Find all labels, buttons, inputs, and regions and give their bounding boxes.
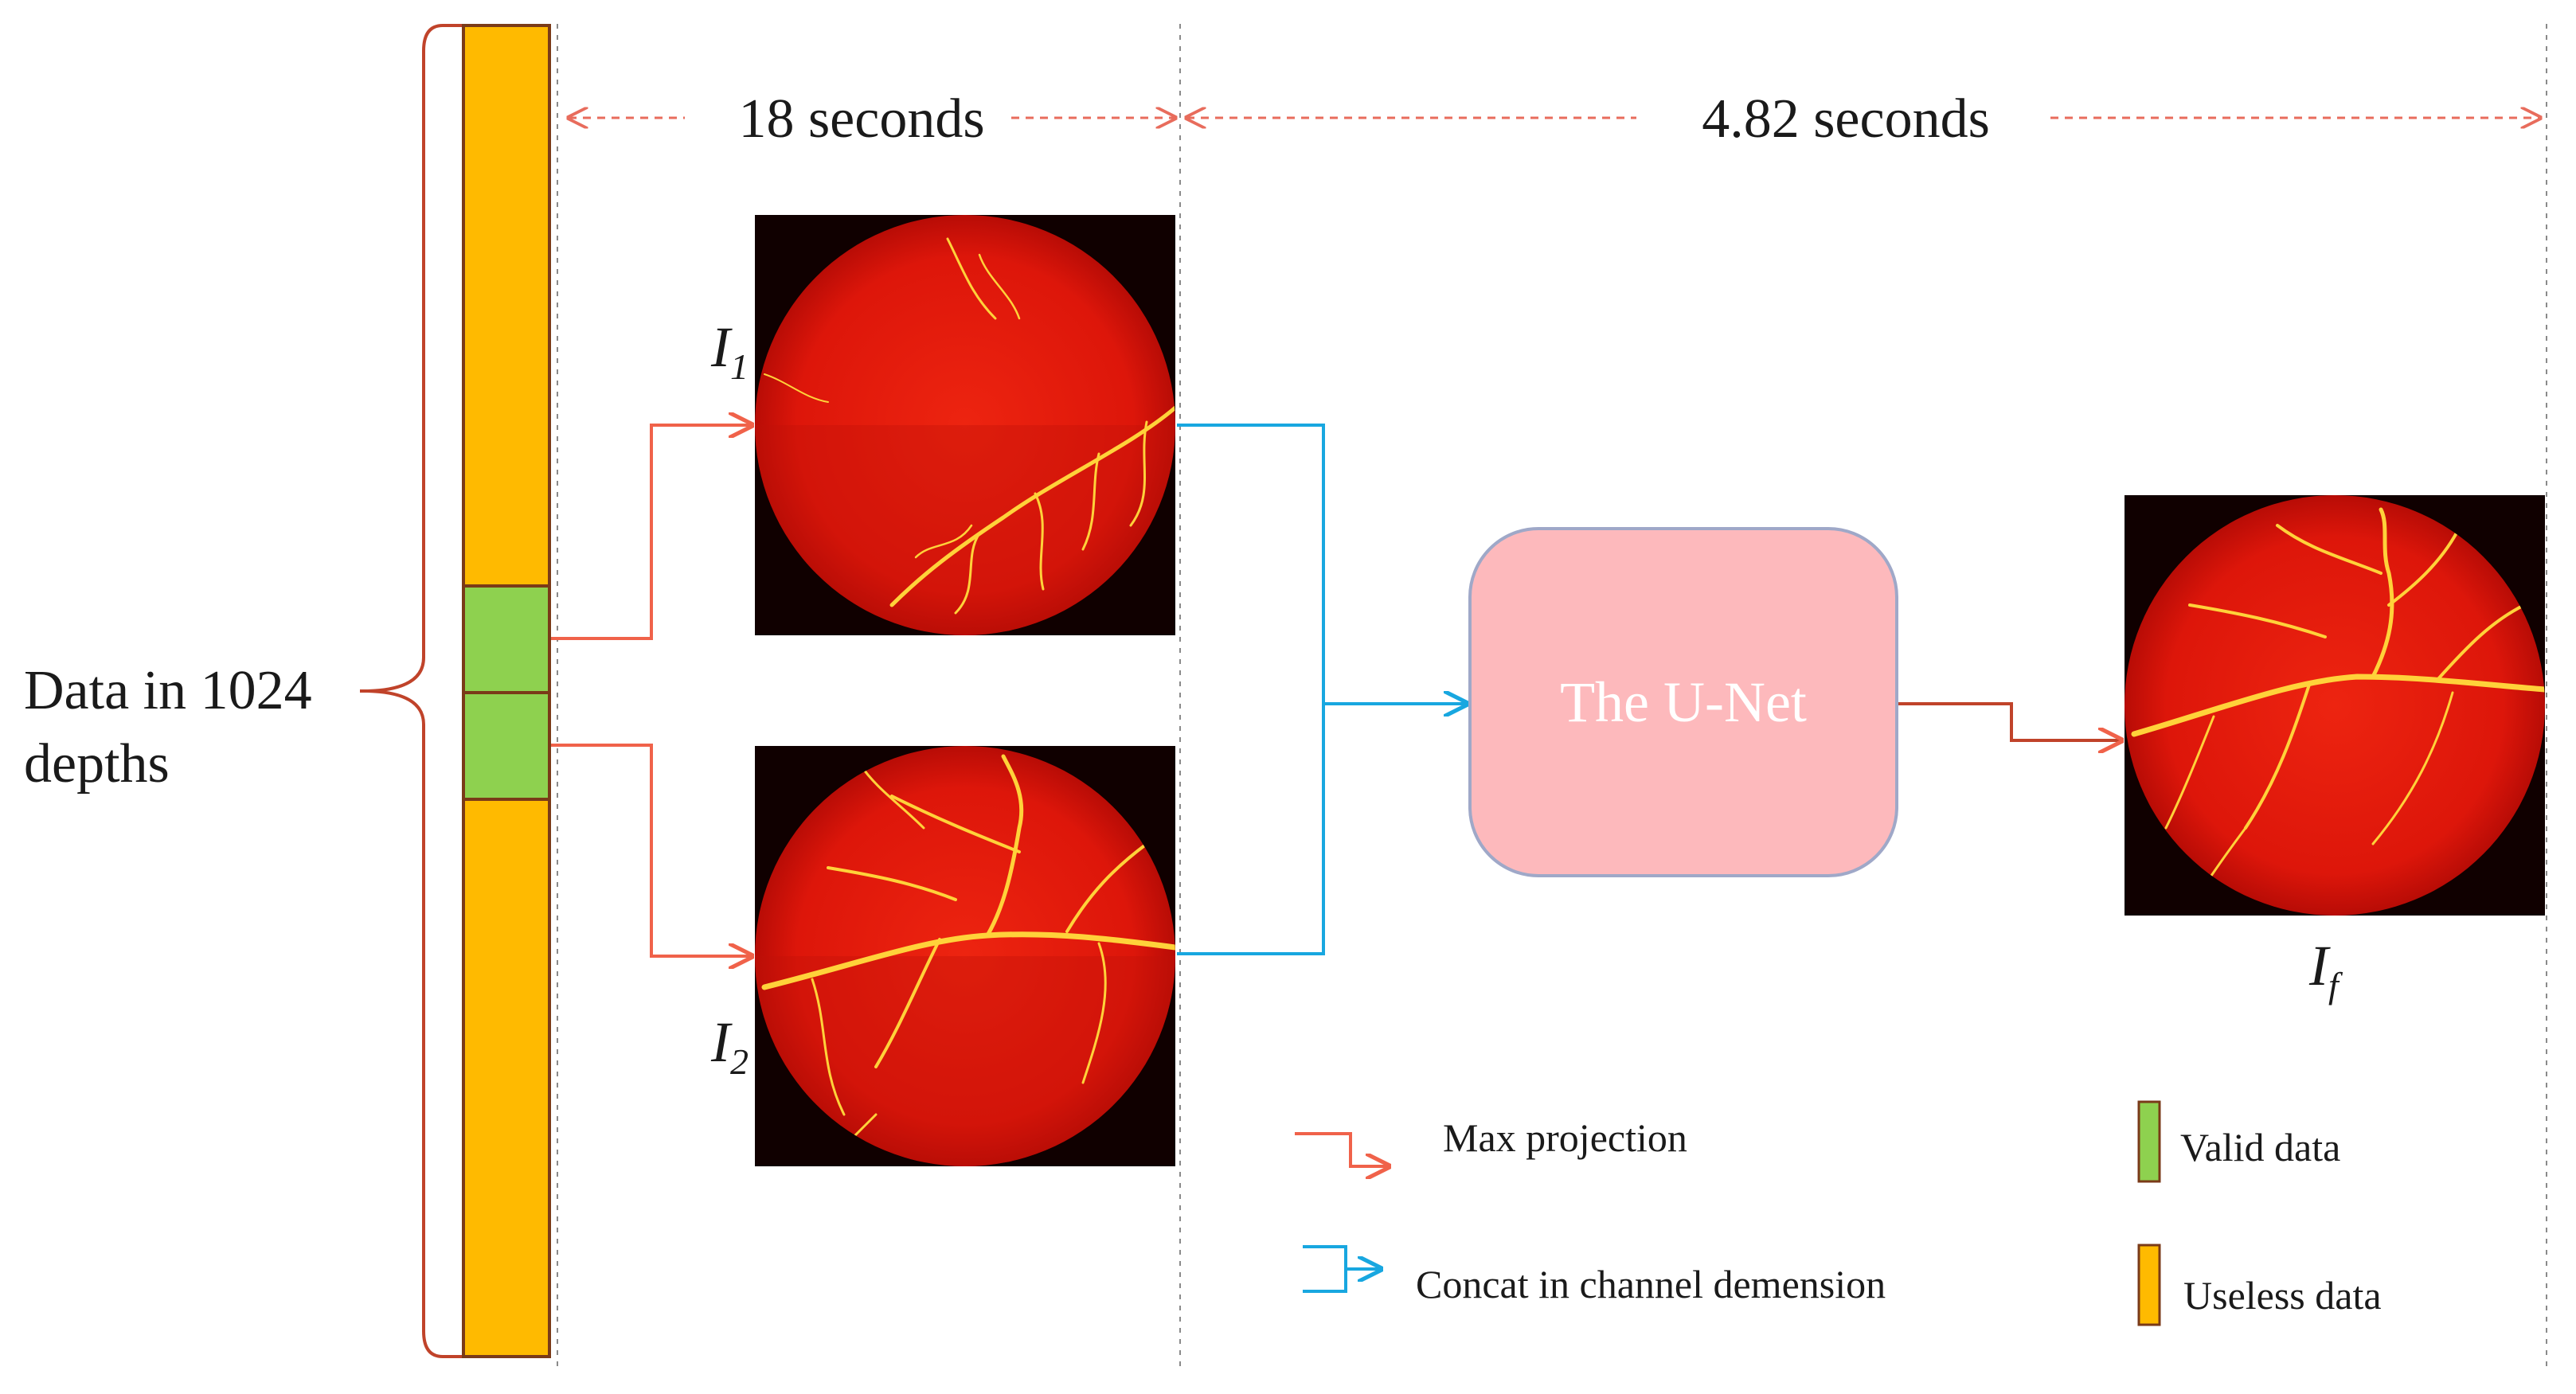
- legend-item-concat: Concat in channel demension: [1303, 1245, 1886, 1306]
- retina-disc: [755, 215, 1175, 635]
- unet-output-arrow: [1898, 702, 2121, 740]
- depth-data-column: Data in 1024 depths: [24, 24, 551, 1358]
- depth-label-line-1: Data in 1024: [24, 660, 312, 721]
- concat-connector: [1177, 424, 1467, 955]
- valid-data-swatch: [2137, 1100, 2161, 1183]
- vessel-network: [2131, 507, 2545, 909]
- depth-label-line-2: depths: [24, 733, 170, 795]
- unet-box: [1468, 527, 1898, 877]
- legend-item-max-projection: Max projection: [1295, 1115, 1687, 1166]
- max-projection-arrows: [551, 425, 752, 956]
- legend-useless-label: Useless data: [2183, 1273, 2382, 1318]
- useless-data-swatch: [2137, 1244, 2161, 1326]
- max-projection-arrow-2: [551, 744, 752, 956]
- input-image-1: I1: [710, 215, 1175, 635]
- unet-label: The U-Net: [1560, 670, 1807, 734]
- legend-valid-label: Valid data: [2180, 1125, 2340, 1169]
- max-projection-arrow-1: [551, 425, 752, 640]
- concat-line-1: [1177, 424, 1325, 955]
- depth-label: Data in 1024 depths: [24, 660, 326, 795]
- depth-brace: [367, 24, 463, 1358]
- valid-data-segment: [462, 691, 551, 801]
- legend-item-useless: Useless data: [2137, 1244, 2382, 1326]
- output-image: If: [2125, 495, 2545, 1005]
- input-image-1-label: I1: [710, 315, 749, 387]
- valid-data-segment: [462, 584, 551, 694]
- retina-disc: [2125, 495, 2545, 916]
- input-image-2-label: I2: [710, 1010, 749, 1082]
- useless-data-segment: [462, 798, 551, 1358]
- timing-row: 18 seconds 4.82 seconds: [557, 24, 2547, 1369]
- output-image-label: If: [2308, 934, 2343, 1005]
- legend-item-valid: Valid data: [2137, 1100, 2340, 1183]
- retina-disc: [755, 746, 1175, 1166]
- useless-data-segment: [462, 24, 551, 588]
- legend: Max projection Concat in channel demensi…: [1295, 1100, 2382, 1326]
- legend-concat-label: Concat in channel demension: [1416, 1262, 1886, 1306]
- concat-icon: [1303, 1245, 1347, 1293]
- unet-block: The U-Net: [1468, 527, 1898, 877]
- first-interval-label: 18 seconds: [738, 88, 984, 150]
- max-projection-icon: [1295, 1132, 1389, 1166]
- input-image-2: I2: [710, 746, 1175, 1166]
- second-interval-label: 4.82 seconds: [1702, 88, 1990, 150]
- legend-max-projection-label: Max projection: [1443, 1115, 1687, 1160]
